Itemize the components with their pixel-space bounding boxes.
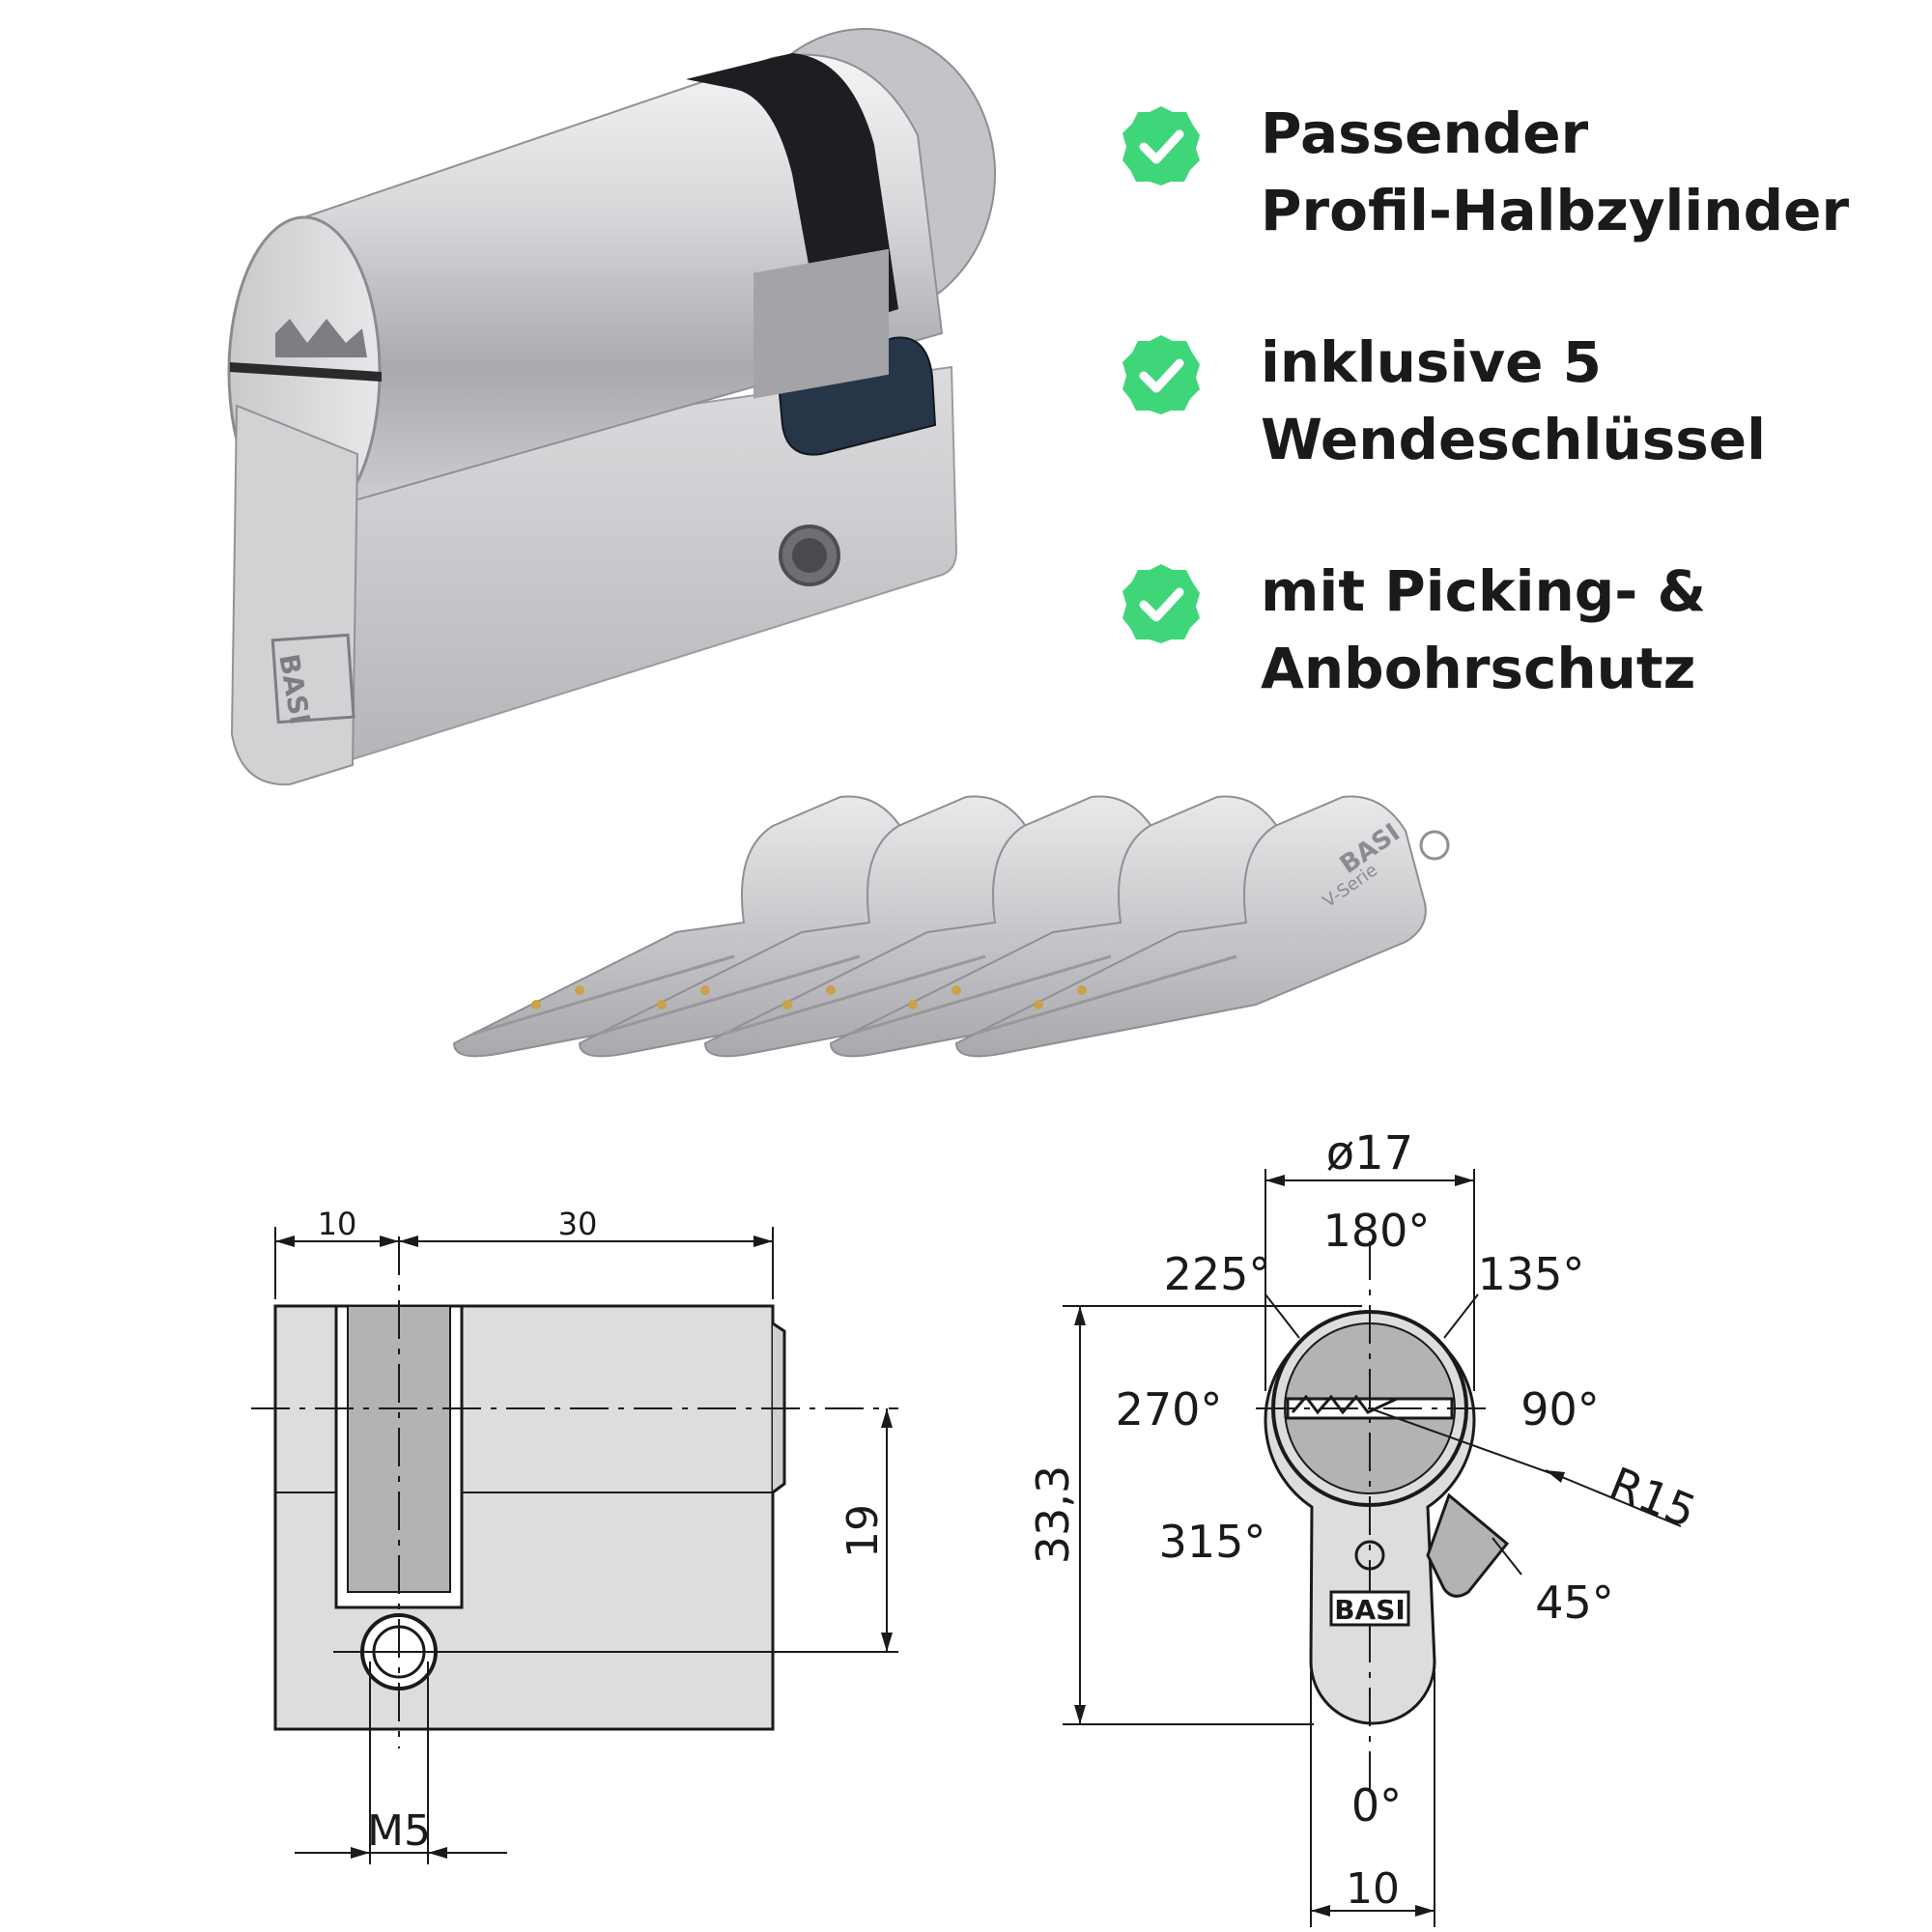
thread-hole-inner — [792, 538, 827, 573]
front-keyway-teeth — [1291, 1394, 1398, 1415]
angle-135: 135° — [1478, 1248, 1585, 1300]
dim-arrows — [351, 1847, 447, 1859]
angle-90: 90° — [1520, 1383, 1600, 1435]
key-pin — [531, 1000, 541, 1009]
dim-label-radius: R15 — [1603, 1457, 1703, 1538]
angle-180: 180° — [1323, 1205, 1431, 1257]
feature-line-1: inklusive 5 — [1261, 329, 1603, 395]
feature-text: inklusive 5 Wendeschlüssel — [1261, 324, 1766, 478]
feature-text: Passender Profil-Halbzylinder — [1261, 95, 1849, 249]
keyway — [230, 362, 382, 382]
leader-r15 — [1545, 1469, 1682, 1527]
dim-label-height: 33,3 — [1027, 1465, 1079, 1564]
dim-label-19: 19 — [838, 1504, 888, 1558]
front-key: BASI V-Serie — [954, 794, 1450, 1058]
side-drawing — [251, 1227, 898, 1864]
keys-group: BASI V-Serie — [452, 794, 1450, 1058]
feature-line-2: Profil-Halbzylinder — [1261, 178, 1850, 243]
feature-line-1: Passender — [1261, 100, 1589, 166]
feature-line-1: mit Picking- & — [1261, 558, 1707, 624]
check-icon — [1122, 335, 1200, 414]
dim-label-diameter: ø17 — [1326, 1126, 1413, 1180]
dim-label-width: 10 — [1346, 1864, 1400, 1914]
leader-225 — [1264, 1293, 1300, 1339]
angle-225: 225° — [1164, 1248, 1271, 1300]
feature-text: mit Picking- & Anbohrschutz — [1261, 553, 1706, 707]
front-brand-text: BASI — [1334, 1594, 1406, 1626]
angle-0: 0° — [1351, 1779, 1402, 1832]
front-brand-logo: BASI — [1329, 1540, 1410, 1627]
dim-label-30: 30 — [558, 1206, 598, 1242]
brand-mascot-icon — [1354, 1540, 1385, 1571]
key-groove — [472, 954, 735, 1036]
feature-line-2: Anbohrschutz — [1261, 636, 1696, 701]
keyring-hole — [1419, 830, 1450, 861]
key — [452, 795, 924, 1058]
cylinder-render: BASI — [227, 28, 996, 786]
dim-label-10: 10 — [318, 1206, 357, 1242]
keyway-pins — [275, 319, 367, 357]
key-body — [452, 795, 924, 1058]
cam-slot — [753, 248, 889, 399]
angle-270: 270° — [1116, 1383, 1223, 1435]
leader-45 — [1492, 1537, 1522, 1576]
cylinder-front-foot — [230, 404, 359, 786]
front-drawing — [1063, 1169, 1682, 1927]
check-icon — [1122, 564, 1200, 643]
dim-label-m5: M5 — [367, 1806, 431, 1856]
leader-135 — [1443, 1293, 1479, 1339]
angle-45: 45° — [1535, 1577, 1614, 1629]
brand-stamp-frame — [270, 633, 355, 724]
feature-line-2: Wendeschlüssel — [1261, 407, 1767, 472]
front-radius-line — [1369, 1407, 1551, 1474]
brand-box — [1329, 1590, 1410, 1627]
check-icon — [1122, 106, 1200, 185]
key-pin — [575, 985, 584, 995]
dim-arrows — [1546, 1470, 1565, 1483]
angle-315: 315° — [1159, 1516, 1266, 1568]
front-cam — [1426, 1492, 1510, 1598]
